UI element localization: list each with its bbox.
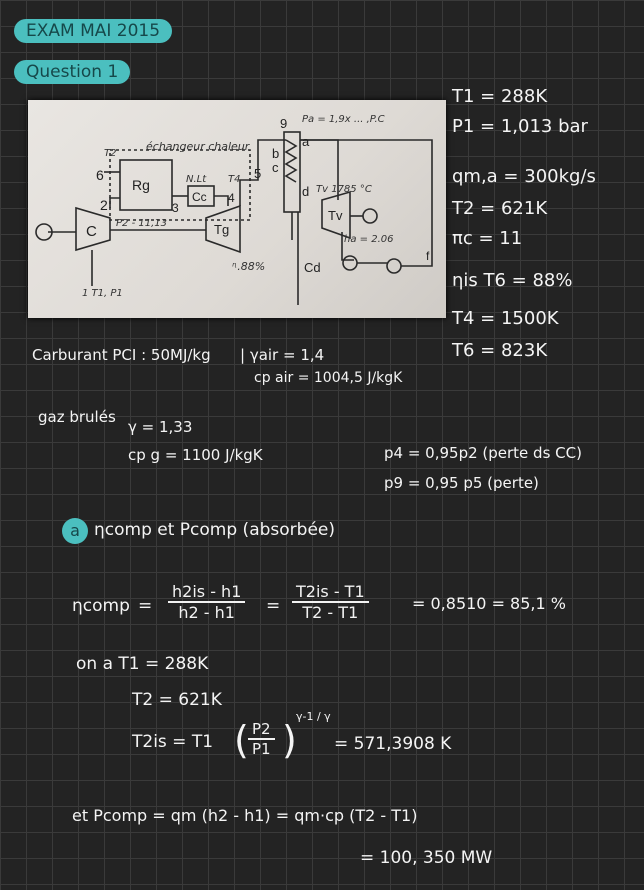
given-t1: T1 = 288K — [452, 86, 548, 107]
burnt-cpg: cp g = 1100 J/kgK — [128, 446, 263, 464]
note-pa: Pa = 1,9x ... ,P.C — [302, 114, 385, 125]
node-3: 3 — [172, 201, 179, 215]
given-p1: P1 = 1,013 bar — [452, 116, 588, 137]
eq-sign-2: = — [266, 596, 281, 616]
given-pi: πc = 11 — [452, 228, 523, 249]
label-tg: Tg — [214, 222, 229, 237]
t2is-value: = 571,3908 K — [334, 734, 452, 754]
open-paren: ( — [234, 718, 249, 762]
eta-comp-result: = 0,8510 = 85,1 % — [412, 594, 566, 613]
burnt-gas-label: gaz brulés — [38, 408, 116, 426]
note-tv: Tv 1785 °C — [316, 184, 372, 195]
node-d: d — [302, 184, 309, 199]
circuit-diagram: C Rg Cc Tg Tv Cd 6 2 3 4 5 9 a b c d f é… — [35, 114, 433, 305]
compressor-shape — [75, 206, 111, 252]
fraction-enthalpy-num: h2is - h1 — [168, 582, 246, 603]
given-qm: qm,a = 300kg/s — [452, 166, 596, 187]
label-cc: Cc — [192, 190, 207, 204]
regenerator-box — [119, 159, 173, 211]
node-5: 5 — [254, 166, 261, 181]
note-echangeur: échangeur chaleur — [146, 140, 251, 153]
node-2: 2 — [100, 197, 108, 213]
node-c: c — [272, 160, 279, 175]
given-eta: ηis T6 = 88% — [452, 270, 573, 291]
fraction-enthalpy: h2is - h1 h2 - h1 — [168, 582, 246, 622]
label-c: C — [86, 223, 97, 240]
t2is-lhs: T2is = T1 — [132, 732, 214, 752]
on-a-t1: on a T1 = 288K — [76, 654, 209, 674]
pressure-ratio-num: P2 — [248, 720, 275, 740]
node-a: a — [302, 134, 310, 149]
note-lt: N.Lt — [186, 174, 207, 185]
node-b: b — [272, 146, 279, 161]
given-t6: T6 = 823K — [452, 340, 548, 361]
node-9: 9 — [280, 116, 287, 131]
note-ha: ha = 2.06 — [344, 234, 393, 245]
pcomp-value: = 100, 350 MW — [360, 848, 493, 868]
close-paren: ) — [282, 718, 297, 762]
fraction-temperature: T2is - T1 T2 - T1 — [292, 582, 369, 622]
gamma-air: | γair = 1,4 — [240, 346, 325, 364]
p4-loss: p4 = 0,95p2 (perte ds CC) — [384, 444, 582, 462]
p9-loss: p9 = 0,95 p5 (perte) — [384, 474, 539, 492]
fraction-temperature-num: T2is - T1 — [292, 582, 369, 603]
pressure-ratio: P2 P1 — [248, 720, 275, 758]
pressure-ratio-den: P1 — [252, 740, 271, 758]
node-f: f — [426, 249, 430, 263]
given-t4: T4 = 1500K — [452, 308, 559, 329]
fuel-pci: Carburant PCI : 50MJ/kg — [32, 346, 211, 364]
exam-title-badge: EXAM MAI 2015 — [14, 19, 173, 43]
note-eta: ᶯ.88% — [232, 260, 265, 273]
node-4: 4 — [228, 191, 235, 205]
cp-air: cp air = 1004,5 J/kgK — [254, 370, 403, 386]
part-a-badge: a — [62, 518, 88, 544]
node-6: 6 — [96, 167, 104, 183]
note-t2: T2 — [104, 148, 116, 159]
fraction-temperature-den: T2 - T1 — [302, 603, 359, 622]
label-tv: Tv — [328, 208, 343, 223]
eta-comp-lhs: ηcomp — [72, 596, 130, 616]
fraction-enthalpy-den: h2 - h1 — [178, 603, 235, 622]
burnt-gamma: γ = 1,33 — [128, 418, 193, 436]
note-p2: P2 - 11,13 — [116, 218, 167, 229]
part-a-title: ηcomp et Pcomp (absorbée) — [94, 520, 335, 540]
note-t4: T4 — [228, 174, 240, 185]
pcomp-expression: et Pcomp = qm (h2 - h1) = qm·cp (T2 - T1… — [72, 806, 418, 825]
t2-again: T2 = 621K — [132, 690, 222, 710]
label-cd: Cd — [304, 260, 321, 275]
eq-sign-1: = — [138, 596, 153, 616]
gas-turbine-shape — [205, 204, 241, 254]
question-badge: Question 1 — [14, 60, 131, 84]
circuit-photo: C Rg Cc Tg Tv Cd 6 2 3 4 5 9 a b c d f é… — [28, 100, 446, 318]
label-rg: Rg — [132, 177, 150, 193]
given-t2: T2 = 621K — [452, 198, 548, 219]
exponent: γ-1 / γ — [296, 710, 331, 723]
steam-turbine-shape — [321, 190, 351, 240]
note-t1p1: 1 T1, P1 — [82, 288, 123, 299]
